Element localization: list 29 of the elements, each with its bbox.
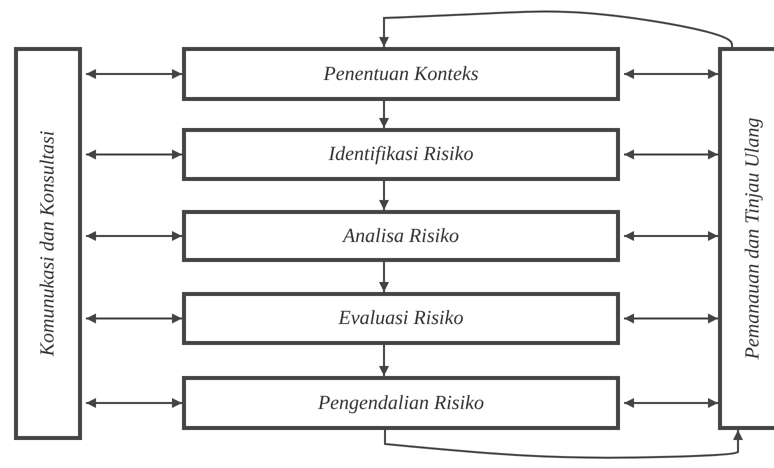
arrow [379, 181, 389, 210]
arrow [86, 150, 182, 160]
box-label: Identifikasi Risiko [328, 143, 474, 166]
arrow [624, 231, 718, 241]
process-box [182, 210, 620, 262]
arrow [379, 101, 389, 128]
process-box [182, 376, 620, 430]
side-box [14, 47, 82, 440]
arrow [624, 314, 718, 324]
process-box [182, 128, 620, 181]
arrow [624, 398, 718, 408]
box-label: Evaluasi Risiko [338, 307, 464, 330]
arrow [379, 262, 389, 292]
arrow [379, 10, 733, 48]
process-box [182, 292, 620, 345]
arrow [86, 398, 182, 408]
side-box [718, 47, 774, 430]
box-label: Komunukasi dan Konsultasi [36, 130, 60, 356]
box-label: Pemanauan dan Tinjau Ulang [742, 118, 764, 360]
box-label: Analisa Risiko [342, 224, 460, 248]
box-label: Pengendalian Risiko [318, 392, 484, 414]
arrow [624, 150, 718, 160]
arrow [86, 231, 182, 241]
arrow [86, 314, 182, 324]
arrow [86, 69, 182, 79]
process-box [182, 47, 620, 101]
arrow [379, 345, 389, 376]
arrow [624, 69, 718, 79]
box-label: Penentuan Konteks [324, 62, 478, 86]
